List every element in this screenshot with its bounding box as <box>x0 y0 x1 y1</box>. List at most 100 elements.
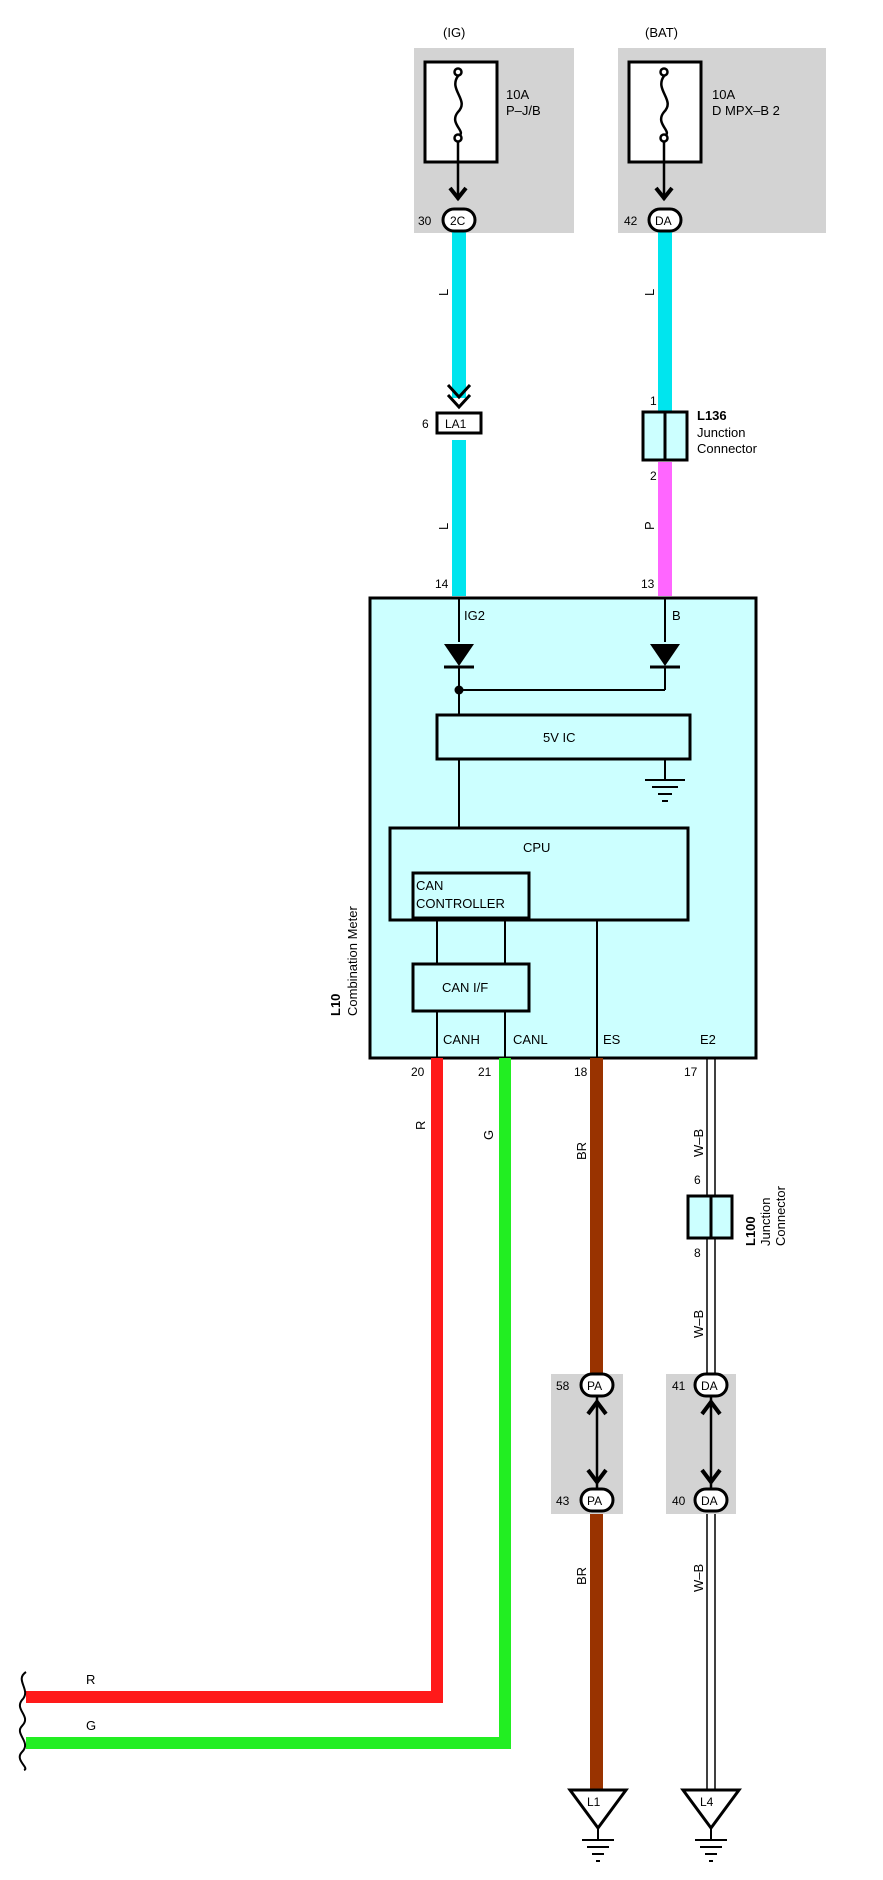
meter-term-es: ES <box>603 1032 621 1047</box>
bat-source-label: (BAT) <box>645 25 678 40</box>
bat-arrow-icon <box>654 186 674 202</box>
ic-5v-box <box>435 713 692 761</box>
meter-term-canl: CANL <box>513 1032 548 1047</box>
junction-l136-pin-out: 2 <box>650 469 657 483</box>
connector-2c <box>441 207 477 233</box>
wire-bottom-r-label: R <box>86 1672 95 1687</box>
connector-da-top <box>647 207 683 233</box>
pa-arrow-down-icon <box>586 1468 608 1486</box>
meter-pin-es: 18 <box>574 1065 588 1079</box>
meter-term-b: B <box>672 608 681 623</box>
can-controller-label-2: CONTROLLER <box>416 896 505 911</box>
can-if-label: CAN I/F <box>442 980 488 995</box>
bat-fuse-icon <box>659 67 669 143</box>
connector-da-top-label: DA <box>655 214 672 228</box>
ig-fuse-pin: 30 <box>418 214 432 228</box>
junction-l136-line2: Connector <box>697 441 758 456</box>
bat-fuse-pin: 42 <box>624 214 638 228</box>
wire-canl <box>26 1058 511 1749</box>
meter-term-ig2: IG2 <box>464 608 485 623</box>
wire-ig-upper <box>452 222 466 398</box>
wire-es-upper <box>590 1058 603 1380</box>
junction-dot-icon <box>454 685 464 695</box>
ig-fuse-name: P–J/B <box>506 103 541 118</box>
connector-da-mid-bottom <box>693 1487 729 1513</box>
junction-l100-code: L100 <box>743 1216 758 1246</box>
la1-chevron-icon <box>446 383 472 410</box>
wire-ig-lower-label: L <box>436 523 451 530</box>
junction-l100-pin-in: 6 <box>694 1173 701 1187</box>
wire-canl-label: G <box>481 1130 496 1140</box>
wire-bat-lower <box>658 462 672 596</box>
bat-fuse-rating: 10A <box>712 87 735 102</box>
ground-l4-triangle <box>680 1788 742 1831</box>
junction-l136-line1: Junction <box>697 425 745 440</box>
diode-b-icon <box>650 644 680 666</box>
connector-pa-pin-bottom: 43 <box>556 1494 570 1508</box>
wire-canh-label: R <box>413 1121 428 1130</box>
wire-ig-upper-label: L <box>436 289 451 296</box>
meter-name: Combination Meter <box>345 906 360 1016</box>
connector-pa-bottom-label: PA <box>587 1494 602 1508</box>
connector-da-pin-top: 41 <box>672 1379 686 1393</box>
connector-2c-label: 2C <box>450 214 466 228</box>
wire-bat-upper-label: L <box>642 289 657 296</box>
ground-l4-icon <box>695 1828 727 1862</box>
diode-ig2-icon <box>444 644 474 666</box>
connector-da-mid-top-label: DA <box>701 1379 718 1393</box>
wire-break-icon <box>18 1671 27 1771</box>
wire-e2-mid-label: W–B <box>691 1310 706 1338</box>
ig-arrow-icon <box>448 186 468 202</box>
ground-l1-icon <box>582 1828 614 1862</box>
ground-l4-label: L4 <box>700 1795 714 1809</box>
wire-es-lower-label: BR <box>574 1567 589 1585</box>
ic-5v-label: 5V IC <box>543 730 576 745</box>
ig-fuse-rating: 10A <box>506 87 529 102</box>
can-if-box <box>411 962 531 1013</box>
wire-e2-upper-label: W–B <box>691 1129 706 1157</box>
meter-term-e2: E2 <box>700 1032 716 1047</box>
connector-da-mid-bottom-label: DA <box>701 1494 718 1508</box>
wire-es-lower <box>590 1510 603 1790</box>
meter-pin-canh: 20 <box>411 1065 425 1079</box>
junction-l100-line2: Connector <box>773 1185 788 1246</box>
meter-code: L10 <box>328 994 343 1016</box>
connector-pa-pin-top: 58 <box>556 1379 570 1393</box>
junction-l136-code: L136 <box>697 408 727 423</box>
meter-pin-b: 13 <box>641 577 655 591</box>
cpu-label: CPU <box>523 840 550 855</box>
junction-l136-pin-in: 1 <box>650 394 657 408</box>
ic-ground-icon <box>645 779 685 802</box>
connector-la1 <box>435 411 483 435</box>
meter-pin-ig2: 14 <box>435 577 449 591</box>
pa-arrow-up-icon <box>586 1398 608 1416</box>
ig-source-label: (IG) <box>443 25 465 40</box>
wire-canh <box>26 1058 443 1703</box>
meter-pin-canl: 21 <box>478 1065 492 1079</box>
wire-e2 <box>706 1058 716 1790</box>
wire-bat-lower-label: P <box>642 521 657 530</box>
wire-bat-upper <box>658 222 672 412</box>
ig-fuse-symbol <box>423 60 499 164</box>
wire-e2-lower-label: W–B <box>691 1564 706 1592</box>
ground-l1-label: L1 <box>587 1795 601 1809</box>
junction-l100-pin-out: 8 <box>694 1246 701 1260</box>
wire-bottom-g-label: G <box>86 1718 96 1733</box>
connector-pa-top-label: PA <box>587 1379 602 1393</box>
connector-da-pin-bottom: 40 <box>672 1494 686 1508</box>
junction-l100-line1: Junction <box>758 1198 773 1246</box>
connector-la1-label: LA1 <box>445 417 467 431</box>
wire-es-label: BR <box>574 1142 589 1160</box>
meter-pin-e2: 17 <box>684 1065 698 1079</box>
ground-l1-triangle <box>567 1788 629 1831</box>
da-arrow-down-icon <box>700 1468 722 1486</box>
bat-fuse-name: D MPX–B 2 <box>712 103 780 118</box>
meter-term-canh: CANH <box>443 1032 480 1047</box>
connector-pa-bottom <box>579 1487 615 1513</box>
can-controller-label-1: CAN <box>416 878 443 893</box>
wire-ig-lower <box>452 440 466 596</box>
da-arrow-up-icon <box>700 1398 722 1416</box>
can-controller-box <box>411 871 531 920</box>
connector-la1-pin: 6 <box>422 417 429 431</box>
